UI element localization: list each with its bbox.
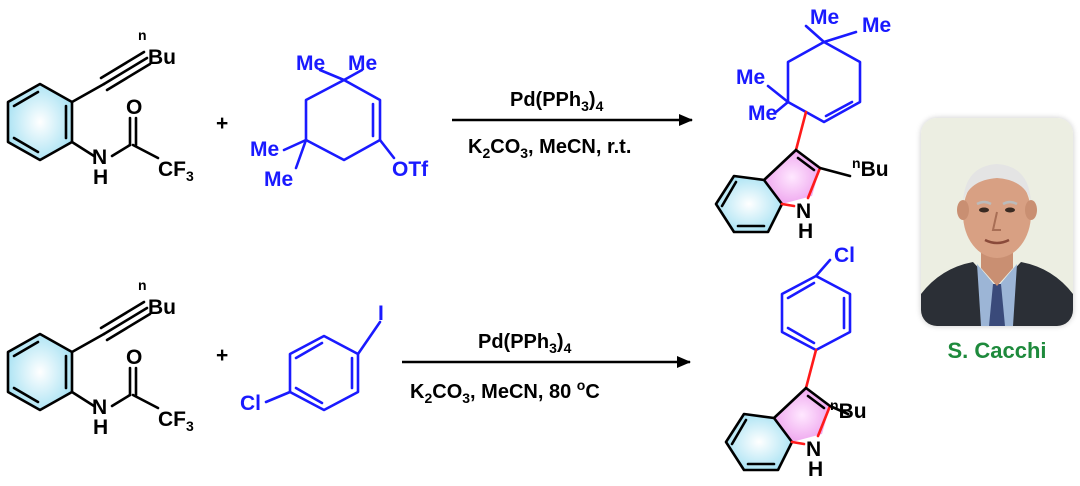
product2-n-label: N <box>806 438 821 461</box>
amide-h-label: H <box>93 416 108 439</box>
plus-sign: + <box>216 112 228 135</box>
reagent1-me-label: Me <box>296 52 325 75</box>
substrate-2: n Bu O N H CF3 <box>6 277 194 439</box>
product1-nbu-label: nBu <box>852 155 889 181</box>
product-2-indole: Cl nBu N H <box>724 244 867 481</box>
portrait-illustration <box>921 118 1073 326</box>
product1-h-label: H <box>798 220 813 243</box>
catalyst-label: Pd(PPh3)4 <box>478 331 572 356</box>
amide-h-label: H <box>93 166 108 189</box>
bu-label: Bu <box>148 296 176 319</box>
conditions-label: K2CO3, MeCN, 80 oC <box>410 377 600 406</box>
benzene-ring-fill <box>8 84 72 160</box>
portrait-caption: S. Cacchi <box>947 338 1047 363</box>
benzene-ring-fill <box>8 334 72 410</box>
nbu-label: n <box>138 277 147 293</box>
cf3-label: CF3 <box>158 408 194 434</box>
product1-me-label: Me <box>862 14 891 37</box>
product2-cl-label: Cl <box>834 244 855 267</box>
product1-me-label: Me <box>810 6 839 29</box>
carbonyl-o-label: O <box>126 96 142 119</box>
plus-sign: + <box>216 344 228 367</box>
cf3-label: CF3 <box>158 158 194 184</box>
reagent1-me-label: Me <box>348 52 377 75</box>
amide-n-label: N <box>92 396 107 419</box>
portrait-photo <box>921 118 1073 326</box>
product1-n-label: N <box>796 200 811 223</box>
conditions-label: K2CO3, MeCN, r.t. <box>468 136 631 161</box>
reaction-arrow-2: Pd(PPh3)4 K2CO3, MeCN, 80 oC <box>402 331 691 406</box>
reaction-arrow-1: Pd(PPh3)4 K2CO3, MeCN, r.t. <box>452 89 693 161</box>
otf-label: OTf <box>392 158 429 181</box>
product1-me-label: Me <box>748 102 777 125</box>
reagent1-me-label: Me <box>264 168 293 191</box>
product1-me-label: Me <box>736 66 765 89</box>
reagent-1-vinyl-triflate: Me Me Me Me OTf <box>250 52 429 191</box>
bu-label: Bu <box>148 46 176 69</box>
product2-nbu-label: nBu <box>830 397 867 423</box>
catalyst-label: Pd(PPh3)4 <box>510 89 604 114</box>
amide-n-label: N <box>92 146 107 169</box>
chloro-label: Cl <box>240 392 261 415</box>
iodo-label: I <box>378 302 384 325</box>
reagent-2-chloroiodobenzene: I Cl <box>240 302 384 415</box>
product-1-indole: Me Me Me Me nBu N H <box>714 6 891 243</box>
carbonyl-o-label: O <box>126 346 142 369</box>
product2-h-label: H <box>808 458 823 481</box>
substrate-1: n Bu O N H CF3 <box>6 27 194 189</box>
nbu-label: n <box>138 27 147 43</box>
reagent1-me-label: Me <box>250 138 279 161</box>
